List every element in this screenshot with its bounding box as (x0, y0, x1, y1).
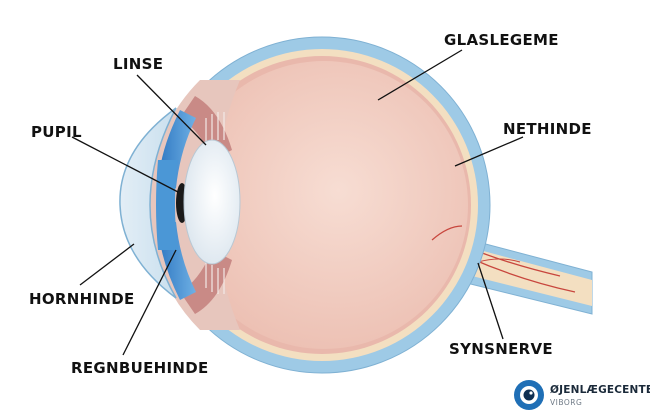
pointer-synsnerve (477, 262, 504, 340)
vitreous-body (180, 61, 468, 349)
logo-name: ØJENLÆGECENTER (550, 384, 650, 396)
label-linse: LINSE (113, 55, 164, 73)
pointer-pupil (71, 136, 179, 193)
pointer-linse (136, 74, 207, 146)
label-hornhinde: HORNHINDE (29, 290, 135, 308)
pointer-nethinde (454, 136, 524, 167)
pointer-regnbuehinde (122, 249, 177, 356)
eye-logo-icon (514, 380, 544, 410)
pointer-lines (71, 49, 524, 356)
label-synsnerve: SYNSNERVE (449, 340, 553, 358)
label-regnbuehinde: REGNBUEHINDE (71, 359, 209, 377)
label-pupil: PUPIL (31, 123, 82, 141)
zonule-fibers (205, 112, 225, 294)
label-nethinde: NETHINDE (503, 120, 592, 138)
logo-subtitle: VIBORG (550, 398, 583, 407)
pointer-glaslegeme (377, 49, 463, 101)
brand-logo: ØJENLÆGECENTER VIBORG (513, 378, 650, 412)
cornea (119, 107, 177, 299)
pointer-hornhinde (79, 243, 135, 286)
retinal-vessel (431, 225, 463, 241)
label-glaslegeme: GLASLEGEME (444, 31, 559, 49)
lens (183, 139, 241, 265)
iris-body (156, 160, 178, 250)
